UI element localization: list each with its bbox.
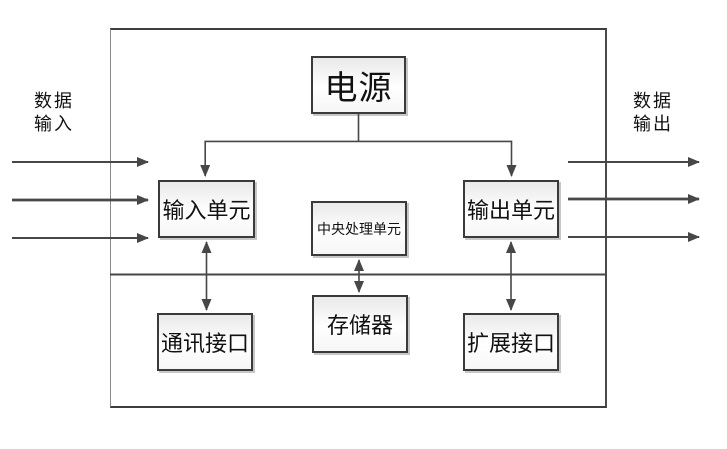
node-input-unit: 输入单元 xyxy=(158,180,255,238)
system-boundary-frame xyxy=(110,28,607,408)
data-input-label-line1: 数据 xyxy=(34,91,74,112)
node-power-supply: 电源 xyxy=(311,56,406,114)
data-input-label-line2: 输入 xyxy=(34,114,74,135)
data-output-label-line2: 输出 xyxy=(633,114,673,135)
node-expansion-interface: 扩展接口 xyxy=(463,313,559,371)
node-central-processing-unit: 中央处理单元 xyxy=(311,201,407,256)
node-communication-interface: 通讯接口 xyxy=(157,313,253,371)
node-output-unit: 输出单元 xyxy=(463,180,559,238)
data-output-label-line1: 数据 xyxy=(633,91,673,112)
data-input-label: 数据 输入 xyxy=(25,90,83,136)
node-memory: 存储器 xyxy=(312,295,408,353)
data-output-label: 数据 输出 xyxy=(624,90,682,136)
